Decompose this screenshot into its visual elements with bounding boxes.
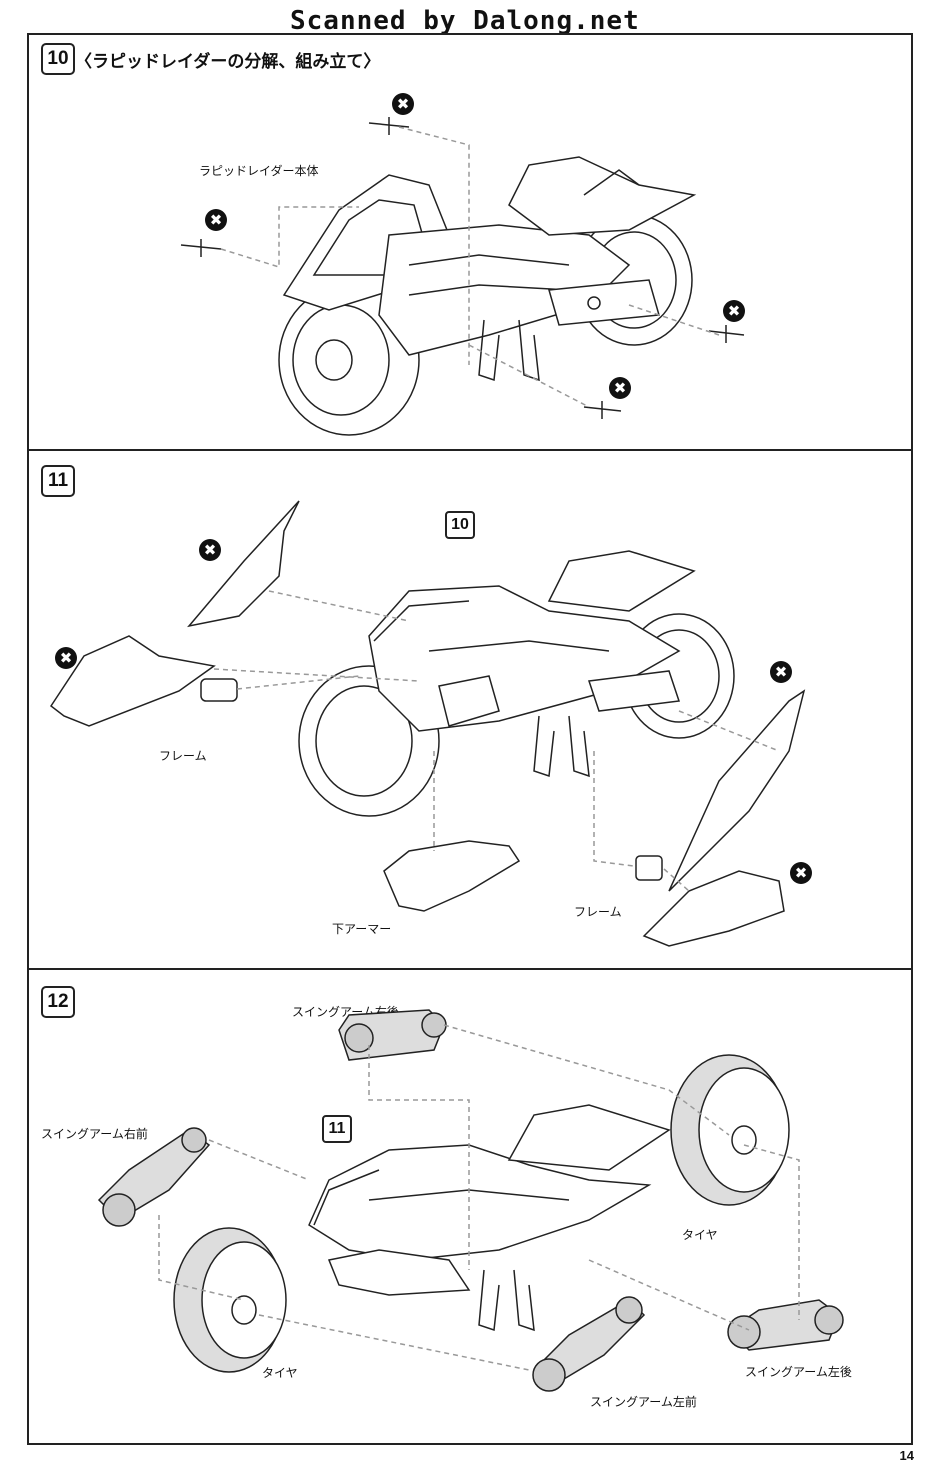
remove-mark-icon: ✖ — [392, 93, 414, 115]
step-12-motorcycle-illustration — [97, 1009, 844, 1392]
watermark-text: Scanned by Dalong.net — [290, 6, 640, 36]
step-12-panel: 12 11 スイングアーム右後 スイングアーム右前 タイヤ タイヤ スイングアー… — [27, 968, 913, 1445]
step-12-number: 12 — [41, 986, 75, 1018]
label-frame-right: フレーム — [574, 905, 622, 919]
step-10-motorcycle-illustration — [180, 117, 745, 436]
remove-mark-icon: ✖ — [723, 300, 745, 322]
remove-mark-icon: ✖ — [55, 647, 77, 669]
step-10-number: 10 — [41, 43, 75, 75]
label-tire-left: タイヤ — [262, 1366, 298, 1380]
step-11-panel: 11 10 フレーム 下アーマー フレーム ✖ ✖ ✖ ✖ — [27, 449, 913, 970]
step-12-ref-badge: 11 — [322, 1115, 352, 1143]
step-11-motorcycle-illustration — [49, 500, 806, 947]
label-swing-arm-right-front: スイングアーム右前 — [41, 1127, 148, 1141]
remove-mark-icon: ✖ — [205, 209, 227, 231]
page-number: 14 — [899, 1448, 914, 1463]
label-tire-right: タイヤ — [682, 1228, 718, 1242]
step-10-title: 〈ラピッドレイダーの分解、組み立て〉 — [75, 52, 381, 72]
step-10-panel: 10 〈ラピッドレイダーの分解、組み立て〉 ラピッドレイダー本体 ✖ ✖ ✖ ✖ — [27, 33, 913, 451]
label-rapid-raider-body: ラピッドレイダー本体 — [199, 164, 319, 178]
remove-mark-icon: ✖ — [609, 377, 631, 399]
step-11-number: 11 — [41, 465, 75, 497]
remove-mark-icon: ✖ — [790, 862, 812, 884]
label-frame-left: フレーム — [159, 749, 207, 763]
label-swing-arm-left-front: スイングアーム左前 — [590, 1395, 697, 1409]
label-swing-arm-left-rear: スイングアーム左後 — [745, 1365, 852, 1379]
label-lower-armor: 下アーマー — [332, 922, 392, 936]
step-11-ref-badge: 10 — [445, 511, 475, 539]
remove-mark-icon: ✖ — [199, 539, 221, 561]
remove-mark-icon: ✖ — [770, 661, 792, 683]
